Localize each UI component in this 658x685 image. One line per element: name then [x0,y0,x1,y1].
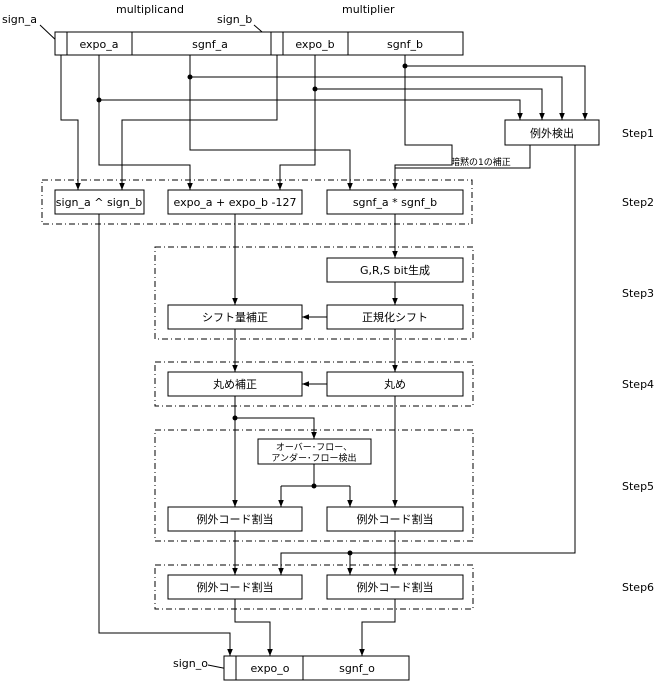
normalize-label: 正規化シフト [362,310,428,324]
step4-group [154,361,474,407]
sgnf-b-field: sgnf_b [387,38,423,51]
code-assign-6-left-box [167,574,303,600]
connectors [60,55,588,656]
shift-adjust-box [167,304,303,330]
exception-detect-box [504,119,600,146]
shift-adjust-label: シフト量補正 [202,311,268,324]
grs-gen-label: G,R,S bit生成 [360,263,430,277]
sign-b-label: sign_b [217,13,252,26]
output-register: expo_o sgnf_o [223,655,410,681]
sign-o-label: sign_o [173,657,208,670]
step3-group [154,246,474,340]
grs-gen-box [326,257,464,283]
overflow-detect-line1: オーバー･フロー、 [276,442,352,453]
step3-label: Step3 [622,287,654,300]
expo-add-box [167,189,303,215]
round-label: 丸め [384,378,406,391]
expo-add-label: expo_a + expo_b -127 [174,196,297,209]
exception-detect-label: 例外検出 [530,126,574,140]
step2-label: Step2 [622,196,654,209]
implicit-one-label: 暗黙の1の補正 [451,156,511,168]
sgnf-o-field: sgnf_o [339,662,375,675]
expo-a-field: expo_a [79,38,118,51]
step4-label: Step4 [622,378,654,391]
step6-label: Step6 [622,581,654,594]
step6-group [154,564,474,610]
round-box [326,371,464,397]
code-assign-5-left-label: 例外コード割当 [197,512,274,526]
round-adjust-label: 丸め補正 [213,378,257,391]
step5-label: Step5 [622,480,654,493]
multiplicand-label: multiplicand [116,3,184,16]
code-assign-6-left-label: 例外コード割当 [197,580,274,594]
expo-b-field: expo_b [295,38,334,51]
sign-a-label: sign_a [2,13,37,26]
sgnf-mul-label: sgnf_a * sgnf_b [353,196,437,209]
multiplier-register: expo_b sgnf_b [270,31,464,56]
overflow-detect-line2: アンダー･フロー検出 [271,452,356,464]
normalize-box [326,304,464,330]
code-assign-6-right-box [326,574,464,600]
code-assign-6-right-label: 例外コード割当 [357,580,434,594]
sign-xor-label: sign_a ^ sign_b [56,196,142,209]
step1-label: Step1 [622,127,654,140]
expo-o-field: expo_o [250,662,289,675]
sgnf-a-field: sgnf_a [192,38,228,51]
multiplicand-register: expo_a sgnf_a [54,31,290,56]
multiplier-label: multiplier [342,3,395,16]
code-assign-5-right-label: 例外コード割当 [357,512,434,526]
step2-group [41,179,473,225]
